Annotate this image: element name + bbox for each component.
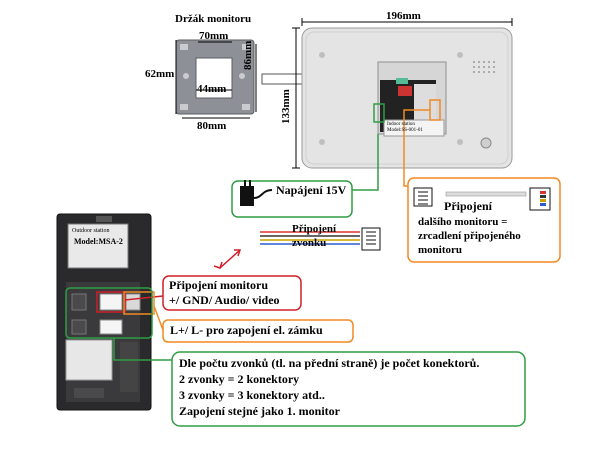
outdoor-sticker-text: Outdoor station <box>72 228 110 234</box>
connector-icon-right <box>529 187 551 211</box>
next-monitor-leader <box>403 109 430 187</box>
bell-connection-label-2: zvonku <box>292 237 327 249</box>
bells-label-4: Zapojení stejné jako 1. monitor <box>179 404 340 418</box>
connector-icon-left <box>413 187 433 207</box>
next-monitor-label-3: zrcadlení připojeného <box>418 230 521 242</box>
monitor-connection-leader <box>124 295 164 301</box>
next-monitor-label-1: Připojení <box>444 199 492 213</box>
indoor-monitor <box>301 27 513 169</box>
lock-callout-frame <box>162 319 354 343</box>
bells-leader <box>113 338 172 361</box>
monitor-terminal-highlight <box>96 291 126 313</box>
monitor-bracket <box>175 39 255 115</box>
next-monitor-callout-frame <box>407 177 561 263</box>
next-monitor-terminal-highlight <box>429 99 441 121</box>
bracket-dim-top: 70mm <box>199 30 229 42</box>
bells-label-2: 2 zvonky = 2 konektory <box>179 372 300 386</box>
bracket-title: Držák monitoru <box>175 13 252 25</box>
power-label: Napájení 15V <box>276 183 347 197</box>
monitor-connection-label-1: Připojení monitoru <box>169 278 268 292</box>
monitor-model-text: Model:SS-001-01 <box>387 128 423 133</box>
monitor-connection-callout-frame <box>162 275 302 311</box>
bells-label-1: Dle počtu zvonků (tl. na přední straně) … <box>179 356 480 370</box>
cable-icon <box>445 191 527 197</box>
power-adapter-icon <box>240 180 273 206</box>
power-terminal-highlight <box>373 103 385 123</box>
bracket-dim-inner: 44mm <box>197 83 227 95</box>
next-monitor-label-4: monitoru <box>418 244 462 256</box>
power-callout-frame <box>231 180 353 218</box>
lock-label: L+/ L- pro zapojení el. zámku <box>170 323 323 337</box>
next-monitor-label-2: dalšího monitoru = <box>418 216 508 228</box>
bell-connectors-highlight <box>65 287 153 339</box>
lock-terminal-highlight <box>123 291 155 315</box>
bells-label-3: 3 zvonky = 3 konektory atd.. <box>179 388 325 402</box>
bracket-dimension-lines <box>175 40 257 119</box>
monitor-sticker-text: Indoor station <box>387 122 415 127</box>
bracket-dim-right: 86mm <box>242 40 254 70</box>
monitor-dimension-lines <box>292 18 513 169</box>
power-callout-leader <box>352 134 379 191</box>
monitor-dim-width: 196mm <box>386 10 421 22</box>
monitor-dim-height: 133mm <box>280 89 292 124</box>
bracket-dim-bottom: 80mm <box>197 120 227 132</box>
monitor-connection-label-2: +/ GND/ Audio/ video <box>169 293 280 307</box>
bell-connection-label-1: Připojení <box>292 223 336 235</box>
bracket-dim-left: 62mm <box>145 68 175 80</box>
outdoor-model-text: Model:MSA-2 <box>74 237 123 246</box>
bells-callout-frame <box>171 351 526 427</box>
bell-wiring-icon <box>260 227 381 251</box>
link-arrow-icon <box>213 249 242 269</box>
lock-leader <box>153 305 164 331</box>
